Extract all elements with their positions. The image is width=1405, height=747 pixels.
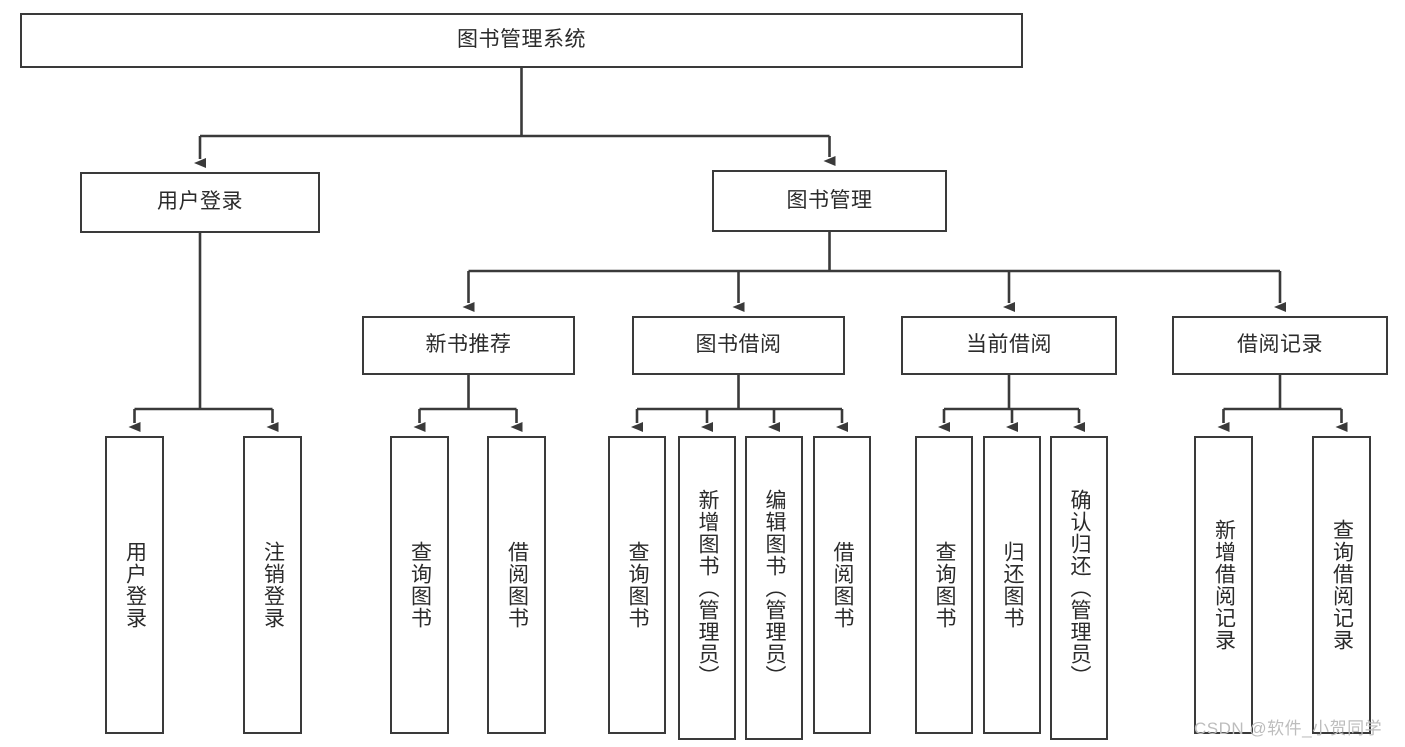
node-leaf-user-login-label: 用户登录 [123, 541, 147, 629]
node-leaf-query-book-2-label: 查询图书 [626, 541, 650, 629]
node-book-borrow-label: 图书借阅 [695, 333, 782, 357]
node-root-label: 图书管理系统 [457, 28, 586, 52]
node-leaf-borrow-book-1[interactable]: 借阅图书 [487, 436, 546, 734]
node-leaf-borrow-book-2[interactable]: 借阅图书 [813, 436, 871, 734]
node-leaf-add-book-label: 新增图书（管理员） [696, 489, 720, 687]
node-book-manage-label: 图书管理 [786, 188, 873, 212]
node-leaf-borrow-book-2-label: 借阅图书 [831, 541, 855, 629]
node-root[interactable]: 图书管理系统 [20, 13, 1023, 68]
node-current-borrow-label: 当前借阅 [966, 333, 1052, 357]
node-book-manage[interactable]: 图书管理 [712, 170, 947, 232]
node-leaf-borrow-book-1-label: 借阅图书 [505, 541, 529, 629]
node-leaf-user-logout[interactable]: 注销登录 [243, 436, 302, 734]
node-leaf-return-book[interactable]: 归还图书 [983, 436, 1041, 734]
node-leaf-query-book-1[interactable]: 查询图书 [390, 436, 449, 734]
node-current-borrow[interactable]: 当前借阅 [901, 316, 1117, 375]
csdn-watermark: CSDN @软件_小贺同学 [1194, 719, 1383, 738]
node-leaf-confirm-return-label: 确认归还（管理员） [1068, 489, 1092, 687]
node-leaf-query-book-3-label: 查询图书 [933, 541, 957, 629]
node-leaf-edit-book[interactable]: 编辑图书（管理员） [745, 436, 803, 740]
node-leaf-user-login[interactable]: 用户登录 [105, 436, 164, 734]
node-user-login[interactable]: 用户登录 [80, 172, 320, 233]
node-new-book-recommend[interactable]: 新书推荐 [362, 316, 575, 375]
node-borrow-record[interactable]: 借阅记录 [1172, 316, 1388, 375]
node-leaf-confirm-return[interactable]: 确认归还（管理员） [1050, 436, 1108, 740]
node-leaf-user-logout-label: 注销登录 [261, 541, 285, 629]
node-leaf-add-record[interactable]: 新增借阅记录 [1194, 436, 1253, 734]
node-leaf-query-book-2[interactable]: 查询图书 [608, 436, 666, 734]
node-leaf-query-record[interactable]: 查询借阅记录 [1312, 436, 1371, 734]
node-leaf-edit-book-label: 编辑图书（管理员） [763, 489, 787, 687]
node-leaf-add-book[interactable]: 新增图书（管理员） [678, 436, 736, 740]
node-borrow-record-label: 借阅记录 [1237, 333, 1323, 357]
node-leaf-query-record-label: 查询借阅记录 [1330, 519, 1354, 651]
node-leaf-add-record-label: 新增借阅记录 [1212, 519, 1236, 651]
node-leaf-return-book-label: 归还图书 [1001, 541, 1025, 629]
node-leaf-query-book-3[interactable]: 查询图书 [915, 436, 973, 734]
node-new-book-recommend-label: 新书推荐 [425, 333, 512, 357]
node-book-borrow[interactable]: 图书借阅 [632, 316, 845, 375]
node-user-login-label: 用户登录 [157, 190, 243, 214]
node-leaf-query-book-1-label: 查询图书 [408, 541, 432, 629]
